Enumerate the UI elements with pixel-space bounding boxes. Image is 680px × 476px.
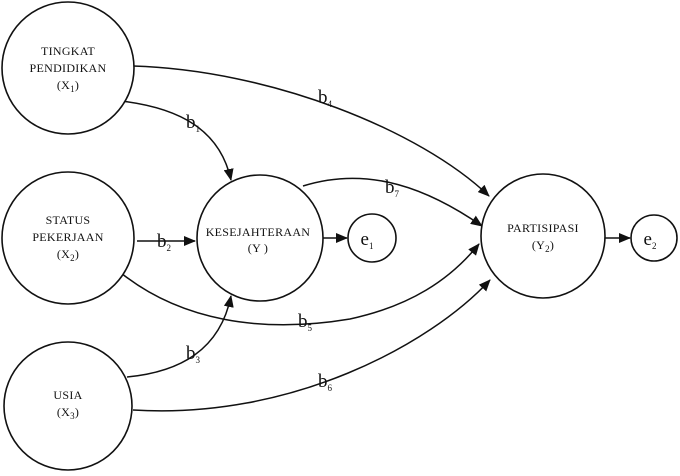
coef-b3: b3 <box>186 343 201 365</box>
node-tingkat-pendidikan <box>1 1 135 135</box>
node-y2-line-1: PARTISIPASI <box>507 221 579 235</box>
node-y2-line-2: (Y2) <box>532 238 554 254</box>
node-y1-line-1: KESEJAHTERAAN <box>206 225 311 239</box>
error-e2: e2 <box>644 229 657 251</box>
node-x1-line-2: PENDIDIKAN <box>30 61 107 75</box>
node-status-pekerjaan <box>1 171 135 305</box>
node-x3-line-2: (X3) <box>57 405 79 421</box>
edge-x1-y1 <box>120 100 234 181</box>
node-y1-line-2: (Y ) <box>248 241 268 255</box>
error-e1: e1 <box>361 229 374 251</box>
coef-b1: b1 <box>186 112 200 134</box>
edge-y1-y2 <box>302 177 483 227</box>
node-x2-line-1: STATUS <box>46 213 91 227</box>
coef-b4: b4 <box>318 87 333 109</box>
coef-b5: b5 <box>298 311 313 333</box>
edge-x3-y2 <box>132 279 491 412</box>
edge-x3-y1 <box>126 295 234 378</box>
node-x2-line-2: PEKERJAAN <box>32 230 103 244</box>
coef-b6: b6 <box>318 371 333 393</box>
node-kesejahteraan <box>196 174 324 302</box>
edge-x1-y2 <box>132 65 490 197</box>
node-x1-line-1: TINGKAT <box>41 44 95 58</box>
node-e1 <box>347 213 397 263</box>
coef-b7: b7 <box>385 177 400 199</box>
coef-b2: b2 <box>157 231 171 253</box>
edge-x2-y2 <box>120 243 480 326</box>
node-e2 <box>630 214 678 262</box>
node-usia <box>3 341 133 471</box>
node-partisipasi <box>480 173 606 299</box>
node-x1-line-3: (X1) <box>57 78 79 94</box>
node-x3-line-1: USIA <box>53 388 82 402</box>
node-x2-line-3: (X2) <box>57 247 79 263</box>
